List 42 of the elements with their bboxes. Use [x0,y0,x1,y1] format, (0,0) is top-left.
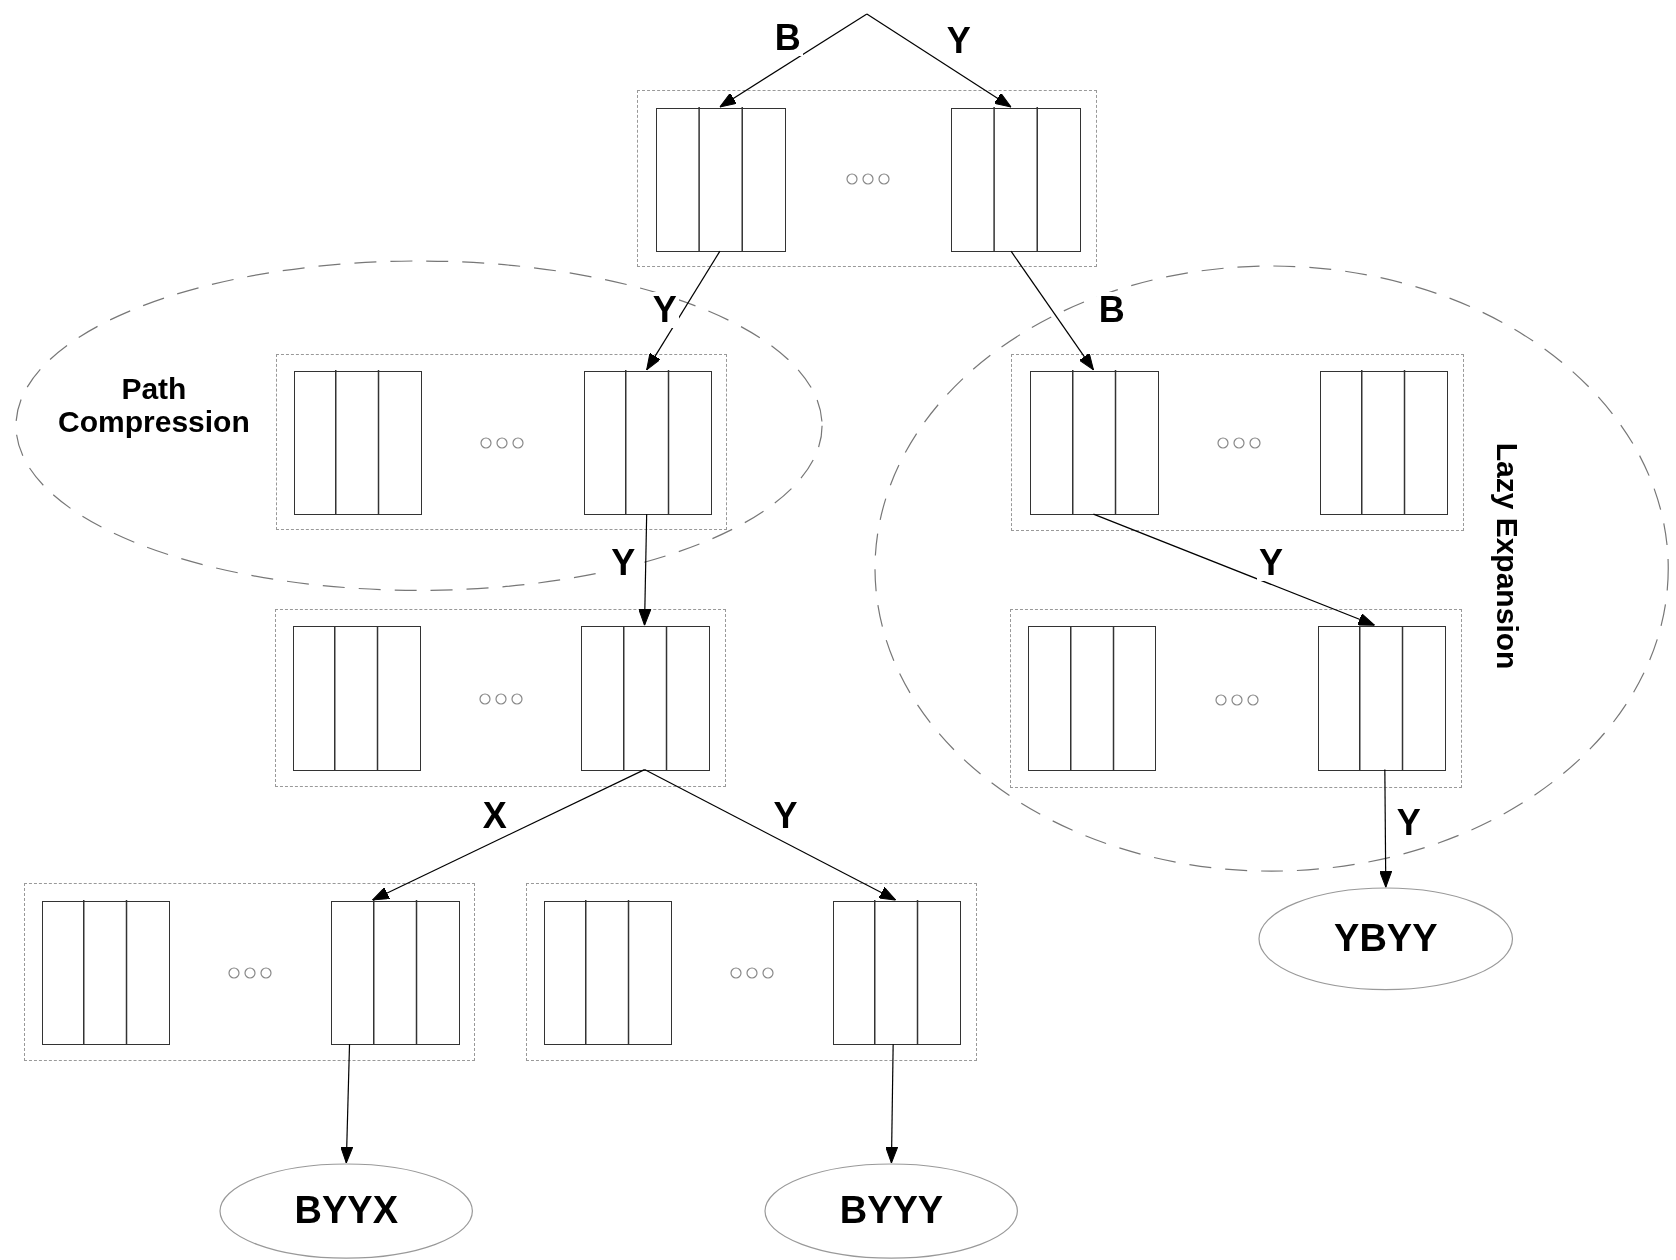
pointer-array-cells [656,107,786,253]
pointer-array-cells [1028,626,1157,771]
trie-node-box [1010,609,1463,788]
trie-node-box [23,882,475,1062]
trie-node-box [637,89,1097,268]
arrow [1379,769,1393,888]
pointer-array-cells [1319,370,1449,516]
pointer-array-cells [41,901,170,1046]
region-label: Lazy Expansion [1490,442,1524,670]
leaf-ellipse [764,1162,1019,1260]
arrow [1010,250,1095,371]
pointer-array-cells [1030,370,1159,516]
leaf-ellipse [1258,887,1514,991]
trie-node-box [275,353,727,531]
leaf-key-label: YBYY [1333,918,1439,960]
arrow [646,250,721,371]
trie-node-box [525,882,977,1062]
trie-node-box [274,609,726,787]
edge-label: Y [650,291,679,328]
pointer-array-cells [1317,626,1447,771]
arrow [638,513,652,626]
pointer-array-cells [543,901,673,1046]
pointer-array-cells [581,626,710,771]
pointer-array-cells [583,370,712,516]
pointer-array-cells [331,901,460,1046]
pointer-array-cells [832,901,961,1046]
arrow [885,1043,899,1164]
dashed-region-ellipse [874,265,1670,873]
pointer-array-cells [292,626,422,771]
arrow [719,13,868,108]
pointer-array-cells [293,370,423,516]
arrow [340,1043,354,1164]
dashed-region-ellipse [14,259,823,592]
arrow [643,769,897,901]
arrow [372,769,646,901]
leaf-ellipse [219,1162,474,1260]
leaf-key-label: BYYY [838,1190,945,1232]
leaf-key-label: BYYX [293,1190,400,1232]
trie-node-box [1011,353,1465,532]
pointer-array-cells [951,107,1081,253]
region-label: Path Compression [57,371,251,438]
arrow [866,13,1012,108]
